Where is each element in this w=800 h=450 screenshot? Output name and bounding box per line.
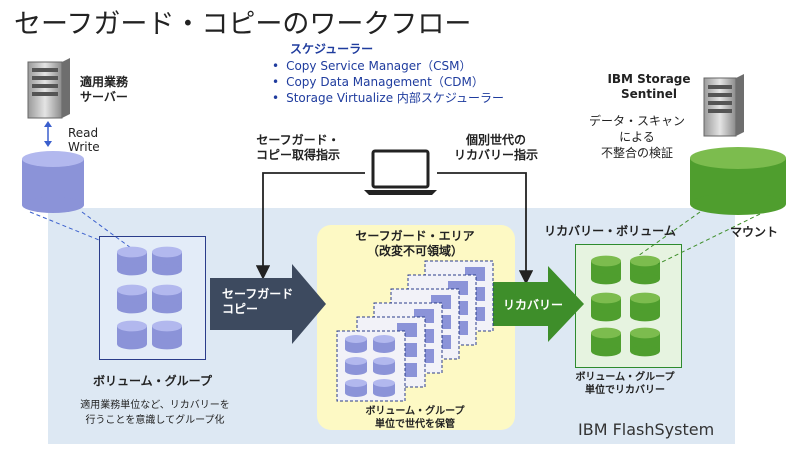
snapshot-cylinder-icon <box>373 335 395 353</box>
app-server-label: 適用業務サーバー <box>80 75 129 104</box>
volume-cylinder-icon <box>117 246 147 276</box>
scheduler-item: Copy Data Management（CDM） <box>272 74 504 90</box>
recovery-cylinder-icon <box>591 292 621 322</box>
volume-group-cylinders <box>117 246 182 350</box>
scheduler-item: Storage Virtualize 内部スケジューラー <box>272 90 504 106</box>
recovery-group-cylinders <box>591 255 660 357</box>
recovery-cylinder-icon <box>630 255 660 285</box>
recovery-volume-title: リカバリー・ボリューム <box>544 224 676 238</box>
recovery-arrow-label: リカバリー <box>503 298 564 312</box>
recovery-instruction: 個別世代のリカバリー指示 <box>453 133 538 162</box>
recovery-cylinder-icon <box>630 292 660 322</box>
safeguard-instruction: セーフガード・コピー取得指示 <box>255 133 340 162</box>
volume-cylinder-icon <box>152 246 182 276</box>
scheduler-list: Copy Service Manager（CSM） Copy Data Mana… <box>272 58 504 106</box>
snapshot-cylinder-icon <box>345 335 367 353</box>
snapshot-cylinder-icon <box>345 379 367 397</box>
volume-cylinder-icon <box>152 284 182 314</box>
safeguard-snapshots <box>336 260 494 402</box>
safeguard-copy-label: セーフガードコピー <box>222 287 294 316</box>
sentinel-volume-icon <box>690 147 786 215</box>
recovery-cylinder-icon <box>591 255 621 285</box>
safeguard-copy-arrow <box>210 264 326 344</box>
laptop-icon <box>364 149 437 195</box>
snapshot-generation <box>336 330 406 402</box>
safeguard-area-footer: ボリューム・グループ単位で世代を保管 <box>365 406 465 430</box>
system-label: IBM FlashSystem <box>578 420 715 439</box>
recovery-cylinder-icon <box>630 327 660 357</box>
recovery-volume-footer: ボリューム・グループ単位でリカバリー <box>575 372 675 396</box>
app-volume-icon <box>22 151 84 213</box>
sentinel-description: データ・スキャンによる不整合の検証 <box>588 114 685 160</box>
volume-group-label: ボリューム・グループ <box>93 374 212 388</box>
recovery-arrow <box>492 266 584 342</box>
page-title: セーフガード・コピーのワークフロー <box>14 9 472 40</box>
scheduler-title: スケジューラー <box>290 42 374 56</box>
scheduler-item: Copy Service Manager（CSM） <box>272 58 504 74</box>
sentinel-server-icon <box>703 74 744 137</box>
volume-cylinder-icon <box>117 284 147 314</box>
mount-label: マウント <box>730 225 779 239</box>
app-server-icon <box>27 58 70 119</box>
read-write-arrow-icon <box>44 121 52 147</box>
volume-cylinder-icon <box>152 320 182 350</box>
snapshot-cylinder-icon <box>373 357 395 375</box>
snapshot-cylinder-icon <box>345 357 367 375</box>
volume-cylinder-icon <box>117 320 147 350</box>
safeguard-area-title: セーフガード・エリア（改変不可領域） <box>355 229 475 258</box>
volume-group-description: 適用業務単位など、リカバリーを行うことを意識してグループ化 <box>80 400 230 426</box>
recovery-cylinder-icon <box>591 327 621 357</box>
snapshot-cylinder-icon <box>373 379 395 397</box>
